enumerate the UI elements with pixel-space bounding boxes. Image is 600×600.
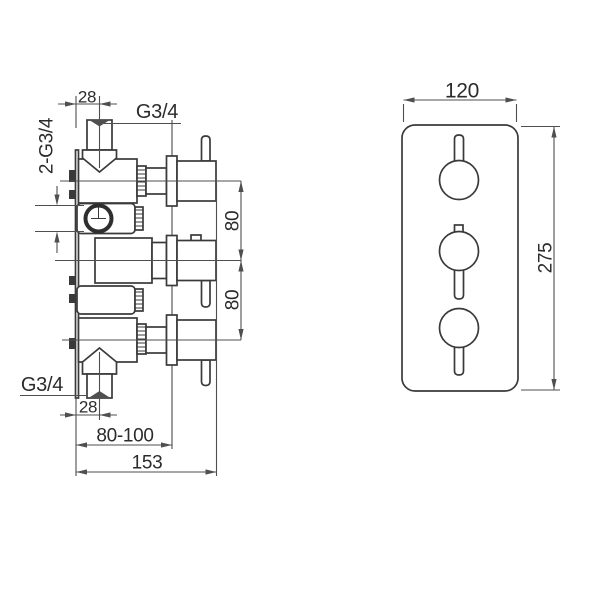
dim-lines xyxy=(521,125,560,391)
dim-label: 275 xyxy=(536,243,557,274)
knob-lever xyxy=(453,346,465,376)
label-top-inlet-thread: G3/4 xyxy=(104,101,181,125)
dim-arrows xyxy=(65,412,111,418)
handle-stem xyxy=(200,279,211,308)
dim-lines xyxy=(35,186,84,253)
dim-lower-spacing: 80 xyxy=(223,260,244,340)
dim-label: 153 xyxy=(132,453,163,474)
knob-circle xyxy=(438,307,480,349)
dim-lines xyxy=(76,182,218,476)
outlet-keyway xyxy=(91,207,106,219)
thread-label: G3/4 xyxy=(21,374,63,396)
knurl-hatching xyxy=(137,169,146,191)
dim-label: 120 xyxy=(445,80,479,103)
knurl-hatching xyxy=(135,291,143,309)
dim-arrows xyxy=(54,194,60,243)
knob-lever xyxy=(453,269,465,300)
label-bottom-inlet-thread: G3/4 xyxy=(20,374,87,397)
dim-label: 80-100 xyxy=(96,426,153,447)
dim-side-outlets: 2-G3/4 xyxy=(35,117,84,253)
knob-bottom xyxy=(438,307,480,376)
dim-plate-height: 275 xyxy=(521,125,560,391)
handle-stem xyxy=(200,135,211,162)
rear-port-module xyxy=(76,285,144,315)
dim-label: 80 xyxy=(223,211,244,232)
dim-top-offset: 28 xyxy=(58,88,117,168)
centerlines xyxy=(55,180,241,341)
port-body xyxy=(76,285,136,315)
dim-bottom-offset: 28 xyxy=(60,352,117,476)
front-view: 120 275 xyxy=(401,80,560,392)
handle-stem xyxy=(200,359,211,387)
handle-bottom xyxy=(165,314,217,387)
dim-label: 28 xyxy=(79,398,97,417)
thread-label: 2-G3/4 xyxy=(37,117,58,174)
handle-top xyxy=(165,135,217,207)
mounting-bracket xyxy=(74,149,80,399)
side-view-dimensions: 28 G3/4 2-G3/4 80 80 xyxy=(20,88,244,476)
knob-top xyxy=(438,134,480,201)
knob-lever xyxy=(453,134,465,163)
thread-label: G3/4 xyxy=(136,101,178,123)
dim-lines xyxy=(402,99,518,122)
dim-label: 80 xyxy=(223,290,244,311)
knob-circle xyxy=(438,230,480,272)
knob-circle xyxy=(438,159,480,201)
dim-plate-width: 120 xyxy=(402,80,518,122)
dim-overall-depth: 153 xyxy=(76,182,218,476)
dim-label: 28 xyxy=(78,88,96,107)
dim-arrows xyxy=(76,442,172,448)
side-view: 28 G3/4 2-G3/4 80 80 xyxy=(20,88,244,476)
knob-middle xyxy=(438,224,480,300)
handle-middle xyxy=(165,234,217,308)
dim-recess-depth: 80-100 xyxy=(76,426,172,448)
knurl-hatching xyxy=(137,326,146,352)
side-port-module xyxy=(76,202,144,235)
dim-arrows xyxy=(65,101,111,107)
knurl-hatching xyxy=(135,209,143,227)
